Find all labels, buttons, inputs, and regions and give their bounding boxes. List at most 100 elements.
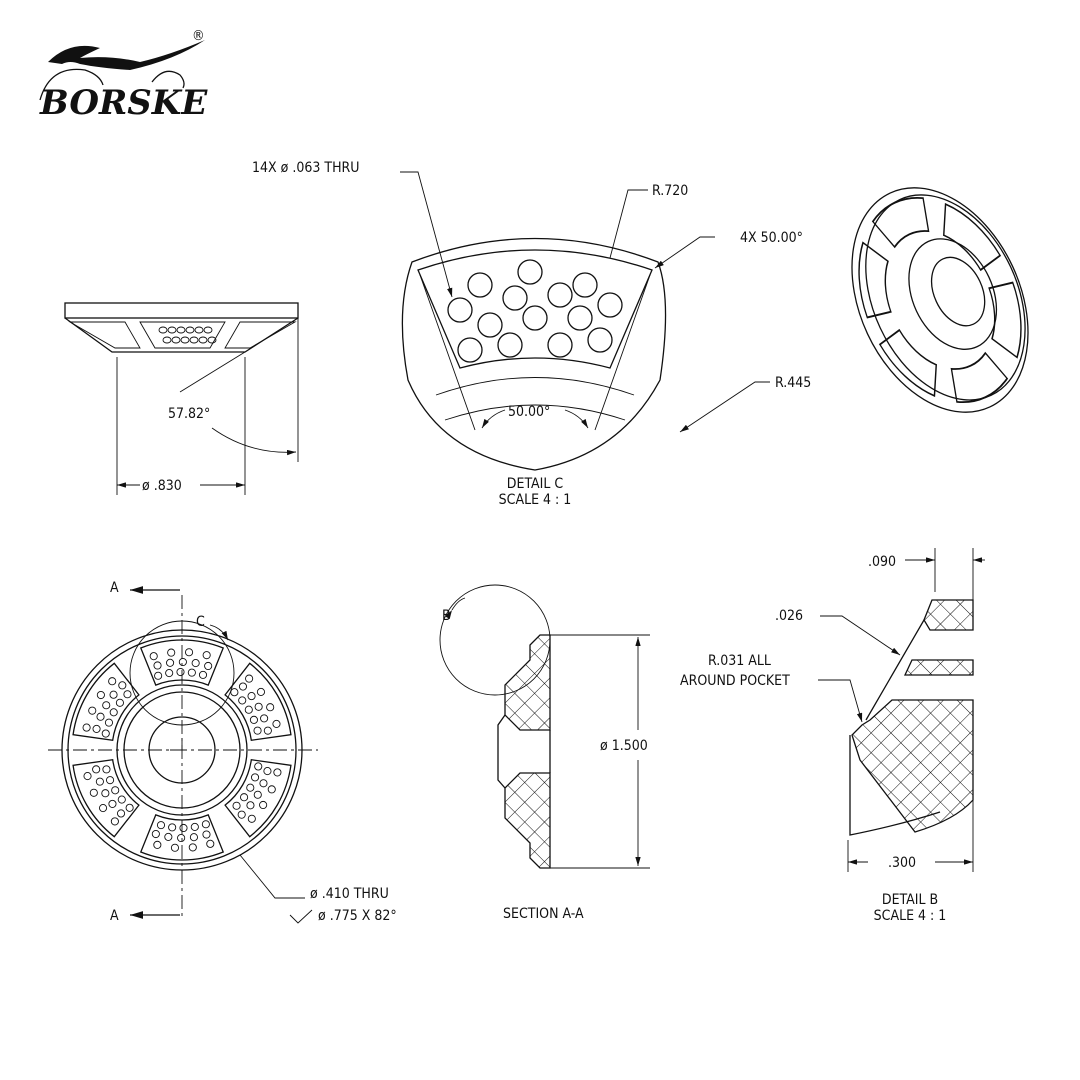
hole <box>92 724 101 733</box>
sector-angle-dimension: 50.00° <box>508 404 550 420</box>
hole <box>189 336 199 344</box>
hole <box>189 833 198 842</box>
hole <box>230 688 239 697</box>
front-view: A A C ø .410 THRU ø .775 X 82° <box>48 580 397 924</box>
hole <box>201 820 210 829</box>
hole <box>194 326 204 334</box>
detail-b-scale: SCALE 4 : 1 <box>874 908 947 924</box>
hole <box>246 783 255 792</box>
detail-b-title: DETAIL B <box>882 892 938 908</box>
hole <box>198 336 208 344</box>
hole <box>253 790 262 799</box>
hole <box>102 765 111 774</box>
hole <box>178 657 187 667</box>
hole <box>244 705 253 714</box>
radius-note-1: R.031 ALL <box>708 653 771 669</box>
hole <box>202 830 211 839</box>
hole <box>108 799 117 808</box>
section-marker-bottom: A <box>110 908 119 924</box>
pocket <box>72 662 140 741</box>
hole <box>247 814 256 823</box>
hole <box>254 702 263 711</box>
hole-note-1: ø .410 THRU <box>310 886 389 902</box>
hole <box>206 839 215 848</box>
hole <box>249 715 258 724</box>
hole <box>204 661 213 671</box>
hole <box>176 326 186 334</box>
detail-c-scale: SCALE 4 : 1 <box>499 492 572 508</box>
width-bottom-dimension: .300 <box>888 855 916 871</box>
hole <box>96 690 105 700</box>
motorcycle-logo-icon <box>48 40 205 70</box>
hole <box>111 786 120 795</box>
pocket <box>224 662 292 741</box>
hole <box>497 332 523 358</box>
section-a-a: B ø 1.500 SECTION A-A <box>439 584 650 922</box>
hole <box>273 768 282 777</box>
angle-note: 4X 50.00° <box>740 230 803 246</box>
pocket <box>139 814 225 861</box>
hole <box>170 843 180 852</box>
outer-radius-dimension: R.720 <box>652 183 688 199</box>
hole <box>185 326 195 334</box>
hole <box>597 292 623 318</box>
chamfer-dimension: .026 <box>775 608 803 624</box>
detail-c: 14X ø .063 THRU R.720 4X 50.00° R.445 50… <box>252 160 811 508</box>
hole <box>109 690 118 699</box>
hole <box>164 832 173 841</box>
hole <box>245 674 254 683</box>
hole <box>567 305 593 331</box>
hole <box>246 801 255 810</box>
hole <box>198 670 208 679</box>
logo-wheel-right <box>151 70 185 89</box>
hole <box>154 671 163 680</box>
hole <box>176 667 185 677</box>
detail-c-marker: C <box>196 614 205 630</box>
hole <box>168 823 177 832</box>
hole <box>188 843 197 852</box>
hole <box>547 282 573 308</box>
hole <box>477 312 503 338</box>
hole <box>115 698 124 707</box>
hole <box>467 272 493 298</box>
hole <box>232 801 241 810</box>
hole <box>123 690 132 699</box>
hole <box>153 840 162 849</box>
pocket <box>878 328 938 398</box>
hole <box>240 793 249 802</box>
hole <box>117 795 126 804</box>
hole <box>108 677 117 686</box>
pocket <box>72 759 140 838</box>
hole <box>237 810 246 819</box>
hole <box>207 336 217 344</box>
hole <box>104 718 114 727</box>
detail-b-marker: B <box>442 608 451 624</box>
hole <box>253 726 262 735</box>
hole <box>125 803 134 812</box>
hole <box>256 687 266 696</box>
hole <box>259 779 268 788</box>
hole <box>177 833 186 843</box>
hole <box>179 823 188 833</box>
hole <box>167 648 176 657</box>
pocket <box>871 196 930 249</box>
hole <box>447 297 473 323</box>
hole <box>457 337 483 363</box>
hole <box>202 651 211 660</box>
hole <box>187 668 196 677</box>
hole <box>171 336 181 344</box>
detail-b: .090 .026 R.031 ALL AROUND POCKET .300 D… <box>680 548 985 924</box>
hole <box>266 703 275 712</box>
hole <box>203 326 213 334</box>
hole <box>116 809 126 818</box>
section-title: SECTION A-A <box>503 906 584 922</box>
hole <box>502 285 528 311</box>
hole <box>96 712 105 721</box>
hole <box>184 648 194 657</box>
hole <box>109 708 118 717</box>
hole <box>88 706 97 715</box>
diameter-dimension: ø .830 <box>142 478 182 494</box>
hole <box>156 821 166 830</box>
hole <box>272 719 281 728</box>
hole <box>522 305 548 331</box>
